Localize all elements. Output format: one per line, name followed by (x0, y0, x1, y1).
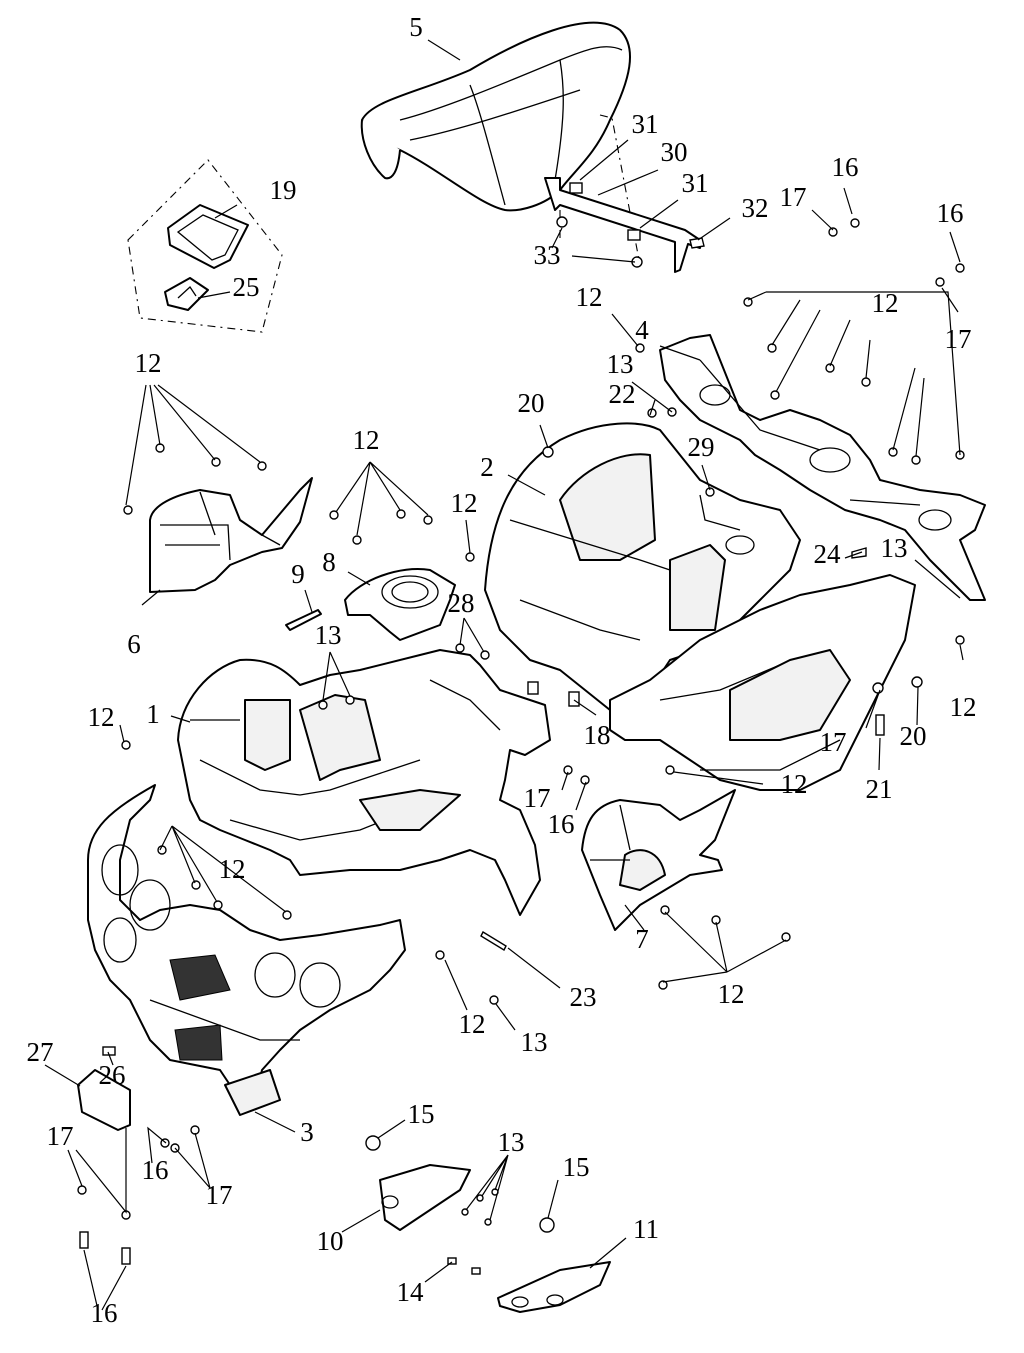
left-side-panel (149, 477, 313, 593)
label-28: 28 (448, 588, 475, 618)
label-11: 11 (633, 1214, 659, 1244)
label-3: 3 (300, 1117, 314, 1147)
label-16-d: 16 (142, 1155, 169, 1185)
label-23: 23 (570, 982, 597, 1012)
rear-fender-right (609, 574, 916, 791)
label-33: 33 (534, 240, 561, 270)
lower-panel-left (379, 1164, 471, 1231)
label-26: 26 (99, 1060, 126, 1090)
seat-latch-assembly (544, 114, 705, 273)
label-14: 14 (397, 1277, 425, 1307)
label-13-d: 13 (521, 1027, 548, 1057)
label-13-c: 13 (315, 620, 342, 650)
label-12-j: 12 (718, 979, 745, 1009)
leader-lines (44, 39, 964, 1311)
label-12-h: 12 (781, 769, 808, 799)
label-16-a: 16 (832, 152, 859, 182)
label-17-e: 17 (47, 1121, 74, 1151)
label-16-c: 16 (548, 809, 575, 839)
seat-part (360, 21, 631, 212)
label-24: 24 (814, 539, 842, 569)
rear-rack (659, 334, 986, 601)
label-12-b: 12 (576, 282, 603, 312)
label-32: 32 (742, 193, 769, 223)
label-17-f: 17 (206, 1180, 233, 1210)
label-12-e: 12 (451, 488, 478, 518)
label-15-b: 15 (563, 1152, 590, 1182)
label-12-c: 12 (872, 288, 899, 318)
front-bracket (77, 1069, 131, 1131)
label-17-c: 17 (820, 727, 847, 757)
storage-box-kit (127, 159, 283, 333)
label-27: 27 (27, 1037, 54, 1067)
label-13-e: 13 (498, 1127, 525, 1157)
label-8: 8 (322, 547, 336, 577)
label-31-top: 31 (632, 109, 659, 139)
label-19: 19 (270, 175, 297, 205)
label-5: 5 (409, 12, 423, 42)
front-fender (177, 649, 551, 916)
label-12-f: 12 (950, 692, 977, 722)
label-12-k: 12 (459, 1009, 486, 1039)
part-labels: 5 19 25 31 30 31 32 33 17 16 16 17 12 12… (27, 12, 977, 1328)
label-17-a: 17 (780, 182, 807, 212)
headlight-pod (344, 568, 456, 641)
right-side-panel (581, 789, 736, 931)
label-7: 7 (635, 924, 649, 954)
label-12-a: 12 (135, 348, 162, 378)
label-12-d: 12 (353, 425, 380, 455)
label-29: 29 (688, 432, 715, 462)
fasteners (77, 218, 965, 1275)
label-22: 22 (609, 379, 636, 409)
lower-panel-right (497, 1261, 611, 1313)
label-6: 6 (127, 629, 141, 659)
label-18: 18 (584, 720, 611, 750)
label-17-b: 17 (945, 324, 972, 354)
front-nose (87, 784, 406, 1116)
label-12-g: 12 (88, 702, 115, 732)
label-20-a: 20 (518, 388, 545, 418)
label-30: 30 (661, 137, 688, 167)
label-16-e: 16 (91, 1298, 118, 1328)
label-10: 10 (317, 1226, 344, 1256)
label-25: 25 (233, 272, 260, 302)
label-12-i: 12 (219, 854, 246, 884)
label-21: 21 (866, 774, 893, 804)
label-9: 9 (291, 559, 305, 589)
rear-body (484, 422, 801, 721)
label-17-d: 17 (524, 783, 551, 813)
label-20-b: 20 (900, 721, 927, 751)
label-1: 1 (146, 699, 160, 729)
spring-part (285, 609, 322, 631)
label-13-a: 13 (607, 349, 634, 379)
label-15-a: 15 (408, 1099, 435, 1129)
label-13-b: 13 (881, 533, 908, 563)
label-4: 4 (635, 315, 649, 345)
label-16-b: 16 (937, 198, 964, 228)
label-31-mid: 31 (682, 168, 709, 198)
label-2: 2 (480, 452, 494, 482)
